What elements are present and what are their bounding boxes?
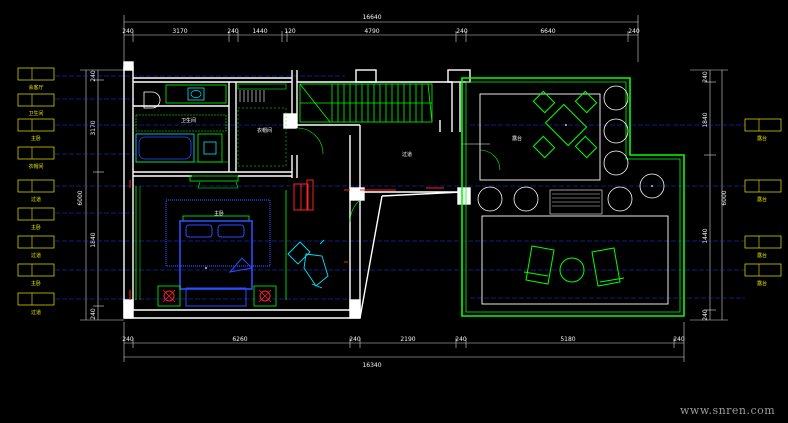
top-overall-dimension: 16640 bbox=[362, 14, 381, 21]
bottom-segment-dimensions: 240 6260 240 2190 240 5180 240 bbox=[122, 336, 685, 343]
top-dim-2: 3170 bbox=[172, 28, 187, 35]
top-dim-5: 120 bbox=[284, 28, 296, 35]
terrace-planters bbox=[477, 85, 665, 212]
bottom-dim-7: 240 bbox=[673, 336, 685, 343]
top-dim-6: 4790 bbox=[364, 28, 379, 35]
watermark: www.snren.com bbox=[680, 404, 775, 417]
left-overall-dimension: 6000 bbox=[77, 190, 84, 205]
left-tag-label: 过道 bbox=[31, 309, 41, 316]
right-tag-label: 露台 bbox=[757, 280, 767, 287]
lounge-chair bbox=[287, 239, 329, 289]
left-tag-label: 过道 bbox=[31, 252, 41, 259]
left-dim-3: 1840 bbox=[90, 232, 97, 247]
bottom-overall-dimension: 16340 bbox=[362, 362, 381, 369]
right-dim-2: 1840 bbox=[702, 112, 709, 127]
left-tag-1: 会客厅 bbox=[17, 67, 55, 91]
left-tag-label: 主卧 bbox=[31, 280, 41, 287]
right-dimension-lines bbox=[690, 69, 728, 321]
left-dimension-lines bbox=[80, 69, 124, 321]
top-dim-1: 240 bbox=[122, 28, 134, 35]
bottom-dim-3: 240 bbox=[349, 336, 361, 343]
bathroom-fixtures bbox=[135, 84, 228, 163]
left-tags: 会客厅 卫生间 主卧 衣帽间 过道 主卧 bbox=[17, 67, 55, 316]
room-center-markers bbox=[205, 124, 653, 269]
left-tag-label: 衣帽间 bbox=[28, 163, 43, 170]
bottom-dim-1: 240 bbox=[122, 336, 134, 343]
right-tag-label: 露台 bbox=[757, 196, 767, 203]
left-tag-label: 主卧 bbox=[31, 224, 41, 231]
bottom-dim-4: 2190 bbox=[400, 336, 415, 343]
room-label-closet: 衣帽间 bbox=[257, 127, 272, 134]
right-tag-1: 露台 bbox=[744, 118, 782, 142]
room-label-hall: 过道 bbox=[402, 151, 412, 158]
top-segment-dimensions: 240 3170 240 1440 120 4790 240 6640 240 bbox=[122, 28, 640, 35]
top-dim-7: 240 bbox=[456, 28, 468, 35]
axis-guide-lines bbox=[55, 75, 745, 300]
right-tags: 露台 露台 露台 露台 bbox=[744, 118, 782, 287]
right-tag-label: 露台 bbox=[757, 135, 767, 142]
left-tag-label: 卫生间 bbox=[28, 110, 43, 117]
right-tag-label: 露台 bbox=[757, 252, 767, 259]
left-dim-2: 3170 bbox=[90, 120, 97, 135]
left-tag-9: 过道 bbox=[17, 292, 55, 316]
terrace-lounge-set bbox=[523, 245, 625, 287]
right-dim-1: 240 bbox=[702, 71, 709, 83]
left-tag-label: 主卧 bbox=[31, 135, 41, 142]
top-dim-9: 240 bbox=[628, 28, 640, 35]
left-tag-6: 主卧 bbox=[17, 207, 55, 231]
bedroom-furniture bbox=[135, 175, 287, 307]
terrace-dining-set bbox=[532, 90, 598, 159]
room-label-terrace: 露台 bbox=[512, 135, 522, 142]
bottom-dim-6: 5180 bbox=[560, 336, 575, 343]
bottom-dimension-lines bbox=[123, 322, 685, 362]
right-tag-4: 露台 bbox=[744, 263, 782, 287]
right-dim-4: 240 bbox=[702, 309, 709, 321]
top-dimension-lines bbox=[123, 15, 639, 62]
right-dim-3: 1440 bbox=[702, 228, 709, 243]
left-tag-7: 过道 bbox=[17, 235, 55, 259]
left-dim-4: 240 bbox=[90, 308, 97, 320]
room-label-bath: 卫生间 bbox=[181, 117, 196, 124]
red-fixtures bbox=[129, 179, 444, 300]
closet-storage bbox=[237, 83, 287, 167]
top-dim-3: 240 bbox=[227, 28, 239, 35]
right-tag-3: 露台 bbox=[744, 235, 782, 259]
door-swings bbox=[296, 127, 501, 223]
bottom-dim-5: 240 bbox=[455, 336, 467, 343]
left-tag-8: 主卧 bbox=[17, 263, 55, 287]
terrace bbox=[461, 77, 685, 317]
top-dim-8: 6640 bbox=[540, 28, 555, 35]
left-tag-3: 主卧 bbox=[17, 118, 55, 142]
top-dim-4: 1440 bbox=[252, 28, 267, 35]
left-segment-dimensions: 240 3170 1840 240 bbox=[90, 70, 97, 320]
right-tag-2: 露台 bbox=[744, 179, 782, 203]
right-overall-dimension: 6000 bbox=[721, 190, 728, 205]
left-tag-4: 衣帽间 bbox=[17, 146, 55, 170]
walls bbox=[123, 61, 471, 319]
left-tag-2: 卫生间 bbox=[17, 93, 55, 117]
left-tag-label: 过道 bbox=[31, 196, 41, 203]
staircase bbox=[299, 83, 433, 123]
left-tag-5: 过道 bbox=[17, 179, 55, 203]
room-label-bedroom: 主卧 bbox=[214, 210, 224, 217]
bottom-dim-2: 6260 bbox=[232, 336, 247, 343]
left-tag-label: 会客厅 bbox=[28, 84, 43, 91]
right-segment-dimensions: 240 1840 1440 240 bbox=[702, 71, 709, 321]
